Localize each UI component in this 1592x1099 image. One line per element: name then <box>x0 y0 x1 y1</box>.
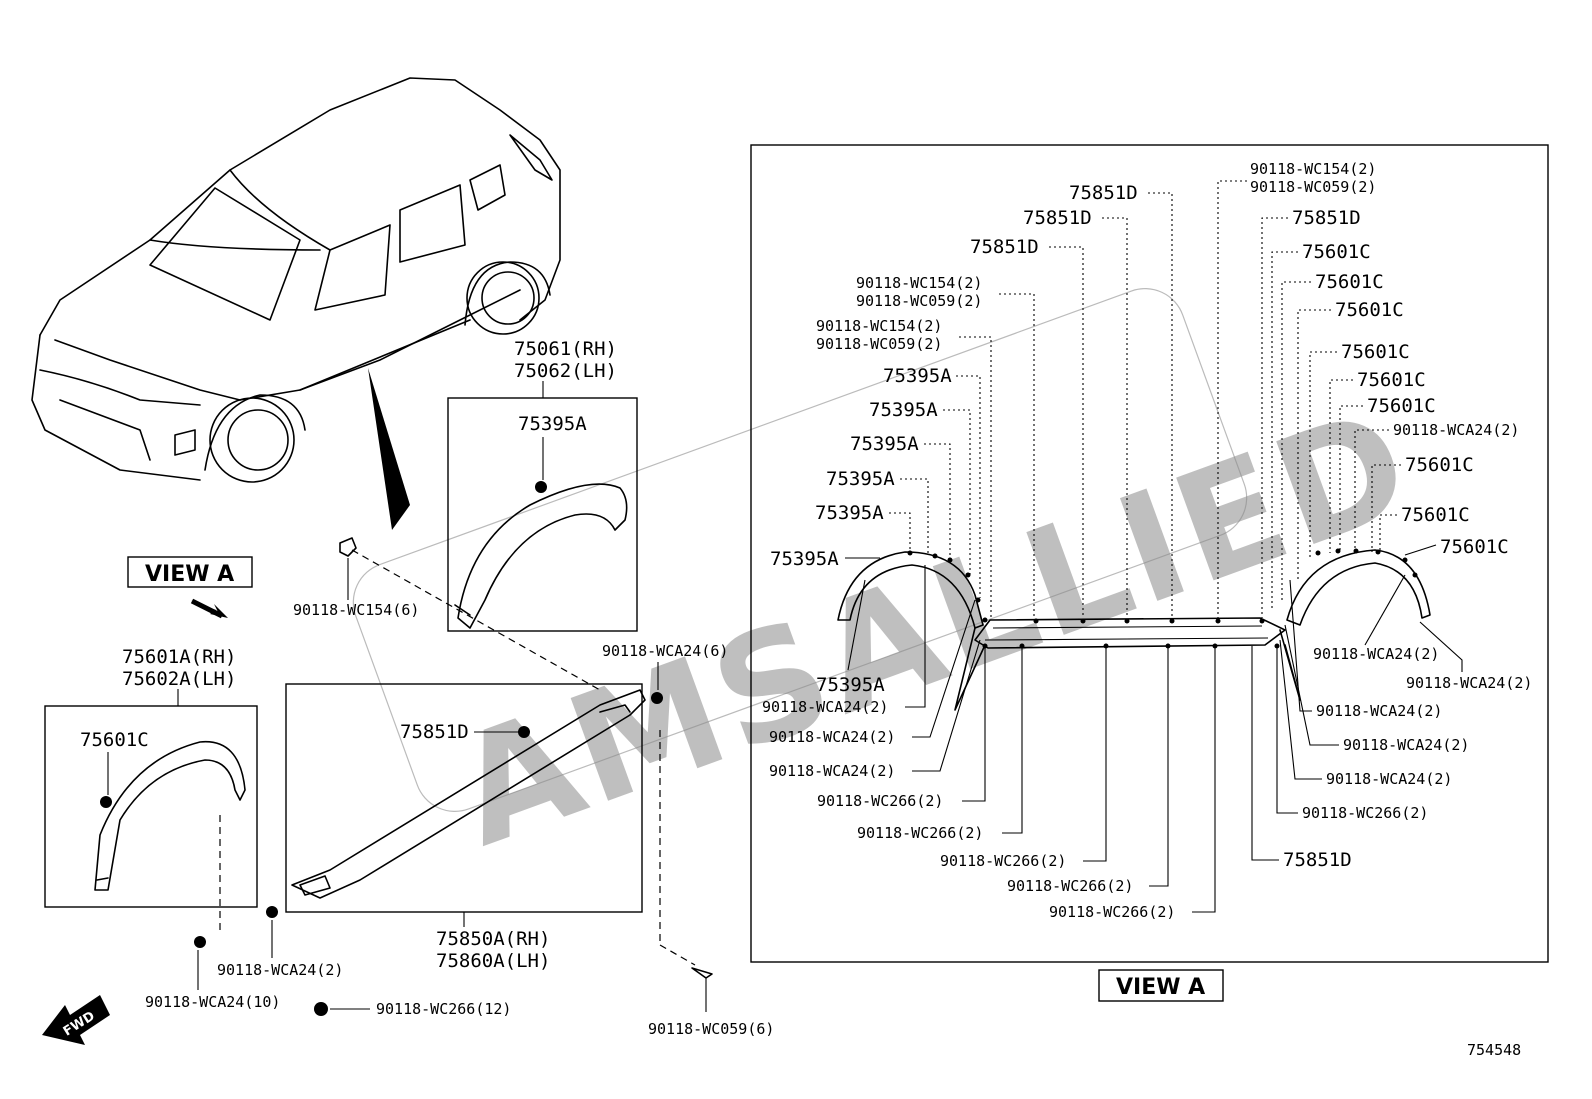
view-a-panel: 90118-WC154(2) 90118-WC059(2) 75851D 758… <box>750 144 1549 1002</box>
va-callout-wca24-r3: 90118-WCA24(2) <box>1316 702 1442 720</box>
va-callout-wc266-l5: 90118-WC266(2) <box>1049 903 1175 921</box>
va-callout-d1: 75851D <box>1069 182 1138 204</box>
figure-number: 754548 <box>1467 1041 1521 1059</box>
va-callout-wc266-l2: 90118-WC266(2) <box>857 824 983 842</box>
view-a-label-left: VIEW A <box>145 562 234 587</box>
view-a-pointer: VIEW A <box>127 556 253 619</box>
callout-75061-rh: 75061(RH) <box>514 338 617 360</box>
loose-fasteners: 90118-WC154(6) 90118-WCA24(6) 90118-WC05… <box>145 537 774 1038</box>
rocker-panel-group: 75851D 75850A(RH) 75860A(LH) <box>285 683 646 972</box>
va-callout-a3: 75395A <box>850 433 919 455</box>
va-callout-c2: 75601C <box>1315 271 1384 293</box>
fender-flare-front-group: 75601A(RH) 75602A(LH) 75601C <box>44 646 258 935</box>
va-callout-a1: 75395A <box>883 365 952 387</box>
va-callout-c5: 75601C <box>1357 369 1426 391</box>
va-callout-wc154-b: 90118-WC154(2) <box>816 317 942 335</box>
callout-wca24-2-left: 90118-WCA24(2) <box>217 961 343 979</box>
va-callout-top-wc059: 90118-WC059(2) <box>1250 178 1376 196</box>
view-a-label-right: VIEW A <box>1116 975 1205 1000</box>
va-callout-a2: 75395A <box>869 399 938 421</box>
va-callout-wca24-l1: 90118-WCA24(2) <box>762 698 888 716</box>
va-callout-wca24-top: 90118-WCA24(2) <box>1393 421 1519 439</box>
va-callout-wc266-l1: 90118-WC266(2) <box>817 792 943 810</box>
callout-wc266-12: 90118-WC266(12) <box>376 1000 511 1018</box>
callout-75601a-rh: 75601A(RH) <box>122 646 236 668</box>
va-callout-a7: 75395A <box>816 674 885 696</box>
callout-wc059-6: 90118-WC059(6) <box>648 1020 774 1038</box>
va-callout-c6: 75601C <box>1367 395 1436 417</box>
callout-75860a-lh: 75860A(LH) <box>436 950 550 972</box>
va-callout-d3: 75851D <box>970 236 1039 258</box>
callout-75851d-left: 75851D <box>400 721 469 743</box>
va-callout-wc154-a: 90118-WC154(2) <box>856 274 982 292</box>
callout-wc154-6: 90118-WC154(6) <box>293 601 419 619</box>
va-callout-d-bottom: 75851D <box>1283 849 1352 871</box>
callout-75602a-lh: 75602A(LH) <box>122 668 236 690</box>
va-callout-a5: 75395A <box>815 502 884 524</box>
va-callout-a6: 75395A <box>770 548 839 570</box>
va-callout-d2: 75851D <box>1023 207 1092 229</box>
va-callout-top-wc154: 90118-WC154(2) <box>1250 160 1376 178</box>
va-callout-wca24-r2: 90118-WCA24(2) <box>1406 674 1532 692</box>
va-callout-a4: 75395A <box>826 468 895 490</box>
va-callout-c9: 75601C <box>1440 536 1509 558</box>
va-callout-wc266-l3: 90118-WC266(2) <box>940 852 1066 870</box>
va-callout-c3: 75601C <box>1335 299 1404 321</box>
fwd-arrow: FWD <box>42 995 110 1045</box>
va-callout-wc266-l4: 90118-WC266(2) <box>1007 877 1133 895</box>
callout-75062-lh: 75062(LH) <box>514 360 617 382</box>
va-callout-c4: 75601C <box>1341 341 1410 363</box>
callout-75395a-left: 75395A <box>518 413 587 435</box>
va-callout-d4: 75851D <box>1292 207 1361 229</box>
fender-flare-rear-group: 75061(RH) 75062(LH) 75395A <box>447 338 638 632</box>
va-callout-c8: 75601C <box>1401 504 1470 526</box>
va-callout-wc059-b: 90118-WC059(2) <box>816 335 942 353</box>
callout-75850a-rh: 75850A(RH) <box>436 928 550 950</box>
callout-wca24-10: 90118-WCA24(10) <box>145 993 280 1011</box>
va-callout-c7: 75601C <box>1405 454 1474 476</box>
vehicle-illustration <box>31 77 561 530</box>
va-callout-wca24-l3: 90118-WCA24(2) <box>769 762 895 780</box>
va-callout-wca24-r5: 90118-WCA24(2) <box>1326 770 1452 788</box>
va-callout-wca24-r1: 90118-WCA24(2) <box>1313 645 1439 663</box>
va-callout-wca24-r4: 90118-WCA24(2) <box>1343 736 1469 754</box>
va-callout-wca24-l2: 90118-WCA24(2) <box>769 728 895 746</box>
va-callout-c1: 75601C <box>1302 241 1371 263</box>
va-callout-wc059-a: 90118-WC059(2) <box>856 292 982 310</box>
callout-wca24-6: 90118-WCA24(6) <box>602 642 728 660</box>
va-callout-wc266-r: 90118-WC266(2) <box>1302 804 1428 822</box>
callout-75601c-left: 75601C <box>80 729 149 751</box>
